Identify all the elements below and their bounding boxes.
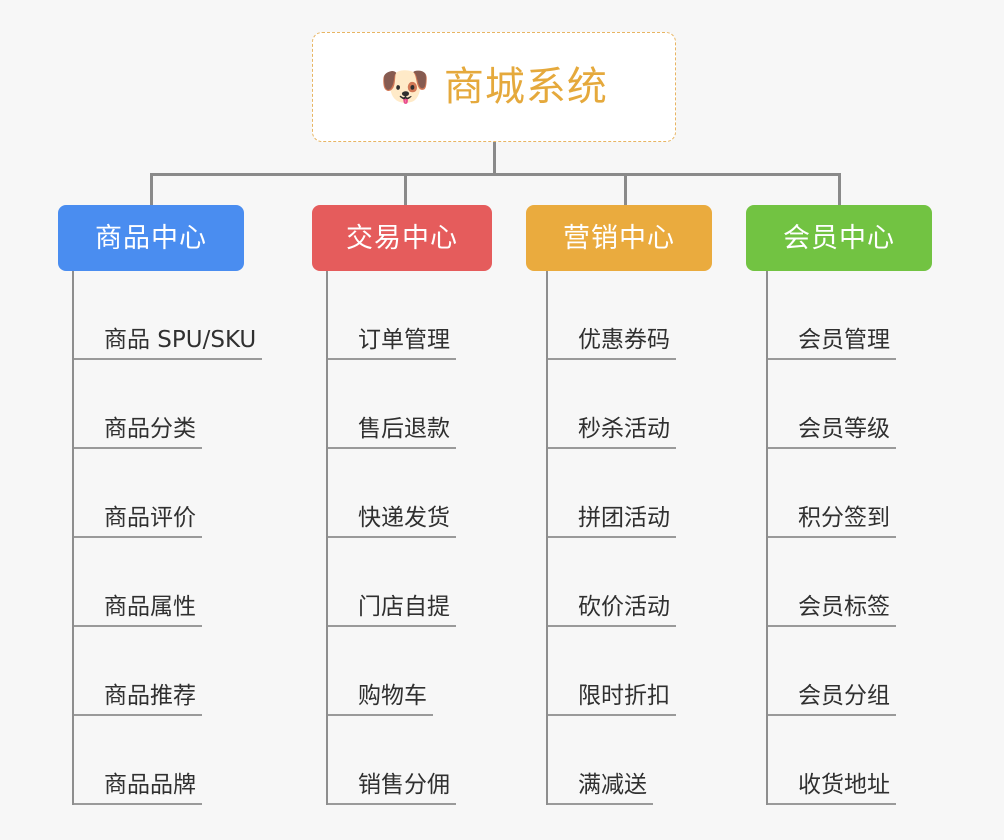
leaf-rule [74,803,202,805]
leaf-rule [328,803,456,805]
leaf-label: 限时折扣 [578,683,670,709]
category-box-member-center[interactable]: 会员中心 [746,205,932,271]
leaf-rule [548,447,676,449]
category-box-trade-center[interactable]: 交易中心 [312,205,492,271]
leaf-label: 积分签到 [798,505,890,531]
leaf-rule [768,358,896,360]
leaf-label: 满减送 [578,772,647,798]
root-node-title: 商城系统 [443,64,608,110]
connector-horizontal-bus [150,173,839,176]
leaf-rule [548,536,676,538]
leaf-rule [328,447,456,449]
connector-root-stem [493,142,496,175]
leaf-list-member-center: 会员管理 会员等级 积分签到 会员标签 会员分组 收货地址 [766,271,896,805]
leaf-label: 秒杀活动 [578,416,670,442]
leaf-rule [74,447,202,449]
leaf-label: 会员管理 [798,327,890,353]
leaf-rule [74,536,202,538]
leaf-label: 收货地址 [798,772,890,798]
leaf-rule [328,536,456,538]
leaf-rule [328,358,456,360]
leaf-label: 商品推荐 [104,683,196,709]
leaf-rule [768,625,896,627]
leaf-rule [768,536,896,538]
leaf-rule [768,447,896,449]
leaf-rule [548,714,676,716]
leaf-list-product-center: 商品 SPU/SKU 商品分类 商品评价 商品属性 商品推荐 商品品牌 [72,271,262,805]
root-node-mall-system[interactable]: 🐶 商城系统 [312,32,676,142]
leaf-label: 商品属性 [104,594,196,620]
leaf-label: 订单管理 [358,327,450,353]
leaf-label: 商品品牌 [104,772,196,798]
connector-drop-product-center [150,173,153,205]
leaf-label: 销售分佣 [358,772,450,798]
leaf-label: 优惠券码 [578,327,670,353]
leaf-rule [768,803,896,805]
leaf-rule [548,625,676,627]
leaf-label: 购物车 [358,683,427,709]
leaf-label: 售后退款 [358,416,450,442]
leaf-rule [548,358,676,360]
leaf-rule [768,714,896,716]
leaf-rule [328,625,456,627]
leaf-label: 会员标签 [798,594,890,620]
category-box-marketing-center[interactable]: 营销中心 [526,205,712,271]
leaf-rule [74,358,262,360]
leaf-label: 商品 SPU/SKU [104,327,257,353]
dog-face-icon: 🐶 [380,64,430,110]
leaf-list-marketing-center: 优惠券码 秒杀活动 拼团活动 砍价活动 限时折扣 满减送 [546,271,676,805]
leaf-label: 商品评价 [104,505,196,531]
category-label-marketing-center: 营销中心 [563,222,675,254]
leaf-rule [328,714,433,716]
leaf-list-trade-center: 订单管理 售后退款 快递发货 门店自提 购物车 销售分佣 [326,271,456,805]
leaf-label: 会员等级 [798,416,890,442]
branch-trade-center: 交易中心 [312,205,492,271]
connector-drop-trade-center [404,173,407,205]
leaf-label: 砍价活动 [578,594,670,620]
leaf-label: 会员分组 [798,683,890,709]
leaf-label: 商品分类 [104,416,196,442]
category-label-product-center: 商品中心 [95,222,207,254]
category-box-product-center[interactable]: 商品中心 [58,205,244,271]
leaf-label: 拼团活动 [578,505,670,531]
leaf-label: 门店自提 [358,594,450,620]
connector-drop-member-center [838,173,841,205]
leaf-label: 快递发货 [358,505,450,531]
leaf-rule [74,625,202,627]
connector-drop-marketing-center [624,173,627,205]
branch-marketing-center: 营销中心 [526,205,712,271]
leaf-rule [74,714,202,716]
branch-product-center: 商品中心 [58,205,244,271]
category-label-trade-center: 交易中心 [346,222,458,254]
branch-member-center: 会员中心 [746,205,932,271]
category-label-member-center: 会员中心 [783,222,895,254]
leaf-rule [548,803,653,805]
